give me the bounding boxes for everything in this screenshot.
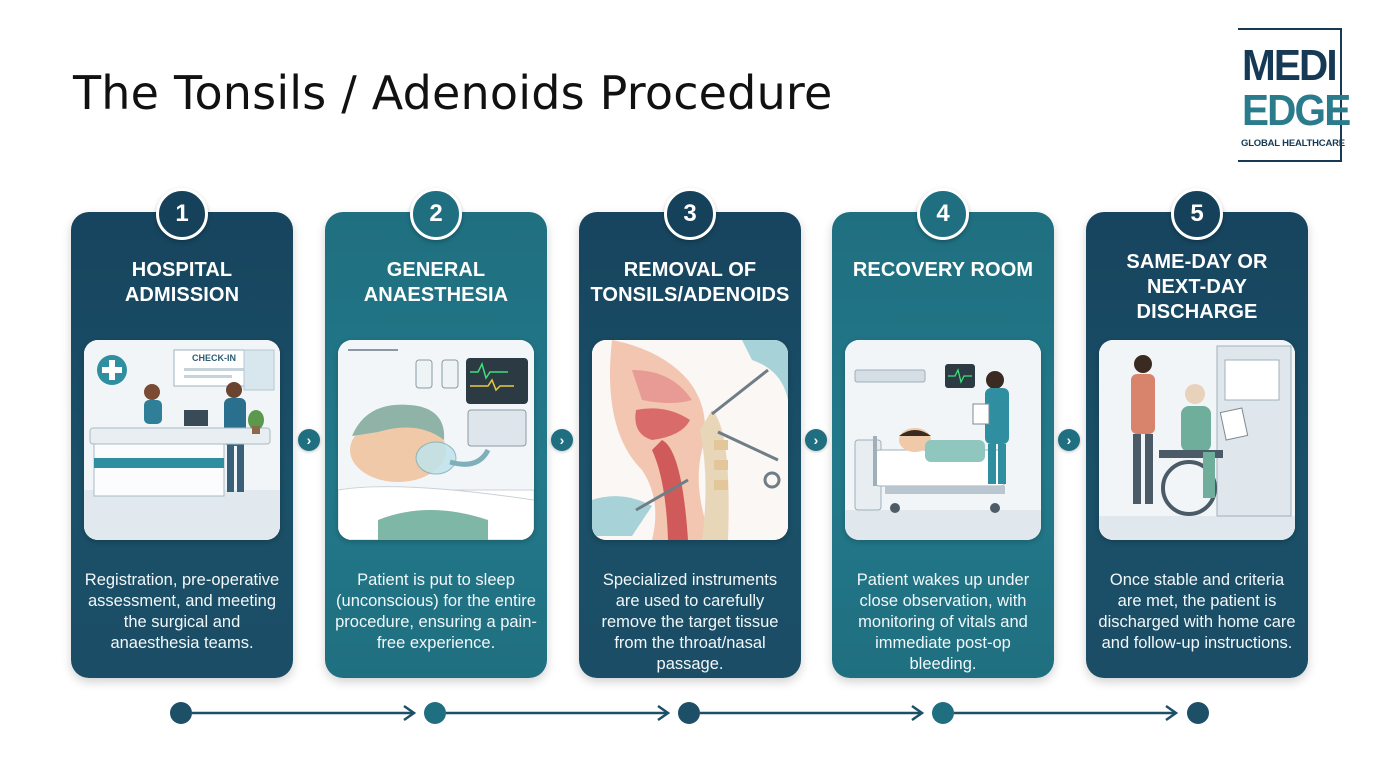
- page-title: The Tonsils / Adenoids Procedure: [73, 66, 833, 120]
- timeline-arrow-icon: [1165, 704, 1179, 722]
- step-card-1: 1 HOSPITAL ADMISSION CHECK-IN Registrati…: [71, 188, 293, 678]
- logo-word-edge: EDGE: [1242, 86, 1351, 135]
- timeline-arrow-icon: [657, 704, 671, 722]
- timeline-dot-3: [678, 702, 700, 724]
- illustration-recovery-room: [845, 340, 1041, 540]
- next-chevron-icon: ›: [805, 429, 827, 451]
- timeline-arrow-icon: [911, 704, 925, 722]
- step-card-5: 5 SAME-DAY OR NEXT-DAY DISCHARGE Once st…: [1086, 188, 1308, 678]
- check-in-sign: CHECK-IN: [192, 353, 236, 363]
- next-chevron-icon: ›: [1058, 429, 1080, 451]
- timeline-dot-5: [1187, 702, 1209, 724]
- step-card-2: 2 GENERAL ANAESTHESIA Patient is put to …: [325, 188, 547, 678]
- logo-word-medi: MEDI: [1242, 41, 1338, 90]
- timeline-dot-1: [170, 702, 192, 724]
- step-description-5: Once stable and criteria are met, the pa…: [1098, 571, 1296, 652]
- timeline-dot-4: [932, 702, 954, 724]
- timeline-arrow-icon: [403, 704, 417, 722]
- next-chevron-icon: ›: [551, 429, 573, 451]
- illustration-check-in: CHECK-IN: [84, 340, 280, 540]
- next-chevron-icon: ›: [298, 429, 320, 451]
- step-card-3: 3 REMOVAL OF TONSILS/ADENOIDS Specialize…: [579, 188, 801, 678]
- step-description-2: Patient is put to sleep (unconscious) fo…: [335, 571, 537, 652]
- step-description-1: Registration, pre-operative assessment, …: [84, 571, 280, 652]
- step-card-4: 4 RECOVERY ROOM Patient wakes up under c…: [832, 188, 1054, 678]
- step-title-5: SAME-DAY OR NEXT-DAY DISCHARGE: [1126, 251, 1268, 323]
- medi-edge-logo: MEDI EDGE GLOBAL HEALTHCARE: [1238, 28, 1351, 162]
- step-description-3: Specialized instruments are used to care…: [601, 571, 779, 673]
- logo-tagline: GLOBAL HEALTHCARE: [1241, 138, 1345, 149]
- illustration-discharge: [1099, 340, 1295, 540]
- progress-timeline: [170, 702, 1209, 724]
- step-description-4: Patient wakes up under close observation…: [856, 571, 1030, 673]
- step-number-badge-3: 3: [664, 188, 716, 240]
- step-number-badge-1: 1: [156, 188, 208, 240]
- timeline-dot-2: [424, 702, 446, 724]
- illustration-anaesthesia: [338, 340, 534, 540]
- step-title-3: REMOVAL OF TONSILS/ADENOIDS: [590, 259, 790, 306]
- step-number-badge-2: 2: [410, 188, 462, 240]
- step-title-4: RECOVERY ROOM: [852, 259, 1034, 281]
- step-title-1: HOSPITAL ADMISSION: [124, 259, 240, 306]
- step-number-badge-4: 4: [917, 188, 969, 240]
- illustration-throat-surgery: [592, 340, 788, 540]
- step-number-badge-5: 5: [1171, 188, 1223, 240]
- step-title-2: GENERAL ANAESTHESIA: [363, 259, 509, 306]
